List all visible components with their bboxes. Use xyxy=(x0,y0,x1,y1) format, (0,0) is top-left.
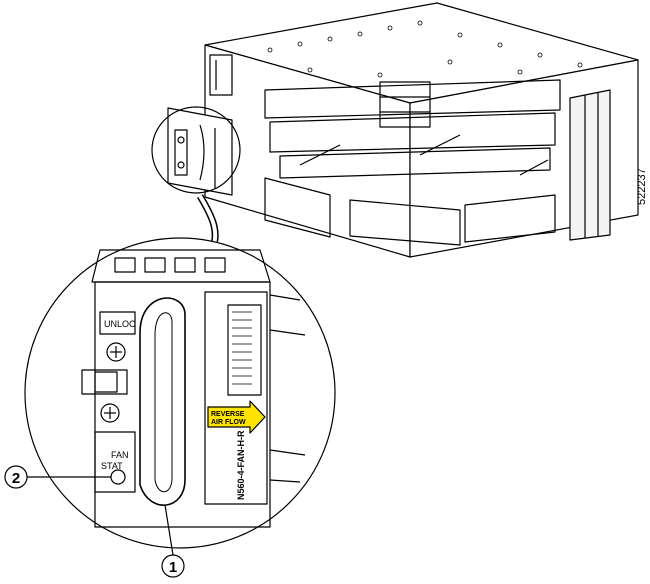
reverse-airflow-label-1: REVERSE xyxy=(211,411,245,418)
reverse-airflow-label-2: AIR FLOW xyxy=(211,419,246,426)
reverse-airflow-arrow xyxy=(207,400,266,434)
callout-2-circle xyxy=(4,465,28,489)
chassis xyxy=(204,2,639,258)
fan-module-small xyxy=(167,107,233,196)
fan-module-large xyxy=(81,249,306,528)
callout-1-label: 1 xyxy=(169,559,177,576)
fan-status-label-1: FAN xyxy=(111,450,129,460)
callout-1-leader xyxy=(164,504,174,556)
detail-circle-small xyxy=(151,106,241,194)
callout-1-circle xyxy=(161,554,185,578)
upper-screw-icon xyxy=(106,342,126,362)
unlock-label: UNLOC xyxy=(104,319,136,329)
callout-2-label: 2 xyxy=(12,470,20,487)
fan-status-label-2: STAT xyxy=(101,461,123,471)
figure-id: 522237 xyxy=(636,168,648,205)
latch xyxy=(81,369,128,395)
part-number-label: N560-4-FAN-H-R xyxy=(236,430,246,500)
lower-screw-icon xyxy=(100,403,120,423)
